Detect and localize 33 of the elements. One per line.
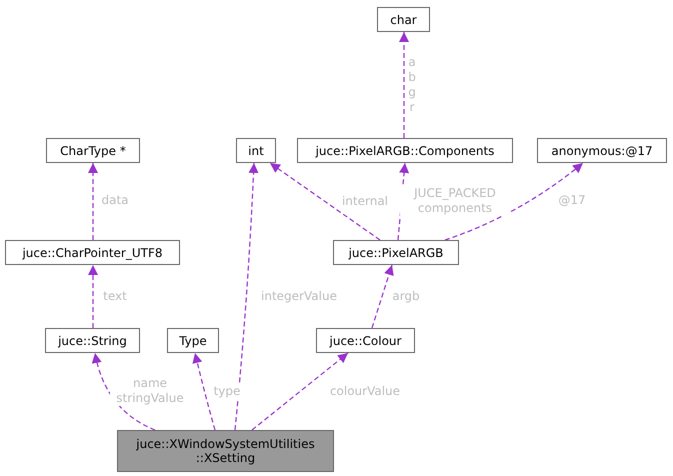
dependency-arrow xyxy=(444,162,584,241)
dependency-arrow xyxy=(270,162,380,240)
class-name: CharType * xyxy=(59,144,127,158)
class-name: juce::PixelARGB xyxy=(347,246,444,260)
dependency-arrow xyxy=(252,352,348,430)
dependency-arrow xyxy=(234,162,259,430)
class-box xyxy=(333,240,459,265)
class-name: juce::String xyxy=(56,334,128,348)
class-box xyxy=(45,328,140,353)
class-box xyxy=(5,240,180,265)
dependency-arrow xyxy=(192,352,216,430)
class-name: char xyxy=(389,12,418,26)
class-box xyxy=(537,138,667,163)
dependency-arrow xyxy=(88,265,98,328)
class-box xyxy=(167,328,219,353)
class-name: int xyxy=(247,144,265,158)
class-name: anonymous:@17 xyxy=(550,144,654,158)
edge-label: JUCE_PACKED components xyxy=(400,186,510,216)
class-box xyxy=(297,138,513,163)
class-box xyxy=(316,328,415,353)
dependency-arrow xyxy=(399,32,409,138)
class-box xyxy=(236,138,276,163)
focus-class-box xyxy=(117,430,334,472)
dependency-arrow xyxy=(371,264,394,328)
dependency-arrow xyxy=(92,352,156,431)
class-name: juce::CharPointer_UTF8 xyxy=(21,246,164,260)
class-name: juce::XWindowSystemUtilities ::XSetting xyxy=(135,437,316,465)
class-name: juce::PixelARGB::Components xyxy=(314,144,496,158)
class-name: juce::Colour xyxy=(328,334,402,348)
class-name: Type xyxy=(178,334,208,348)
class-box xyxy=(377,7,430,32)
class-box xyxy=(46,138,140,163)
dependency-arrow xyxy=(88,163,98,240)
